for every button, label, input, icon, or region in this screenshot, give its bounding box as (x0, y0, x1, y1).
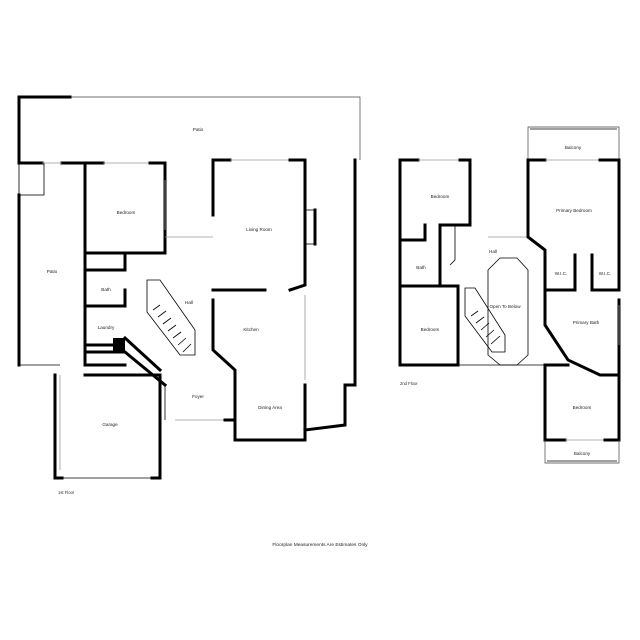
room-label-kitchen: Kitchen (243, 327, 259, 332)
floor-label-first: 1st Floor (58, 490, 75, 495)
bath-wall (398, 223, 442, 288)
room-label-bedroom-1: Bedroom (431, 194, 450, 199)
first-floor-plan (17, 95, 361, 480)
laundry-wall (83, 350, 168, 388)
room-label-bath: Bath (101, 287, 111, 292)
primary-bath-wall (543, 288, 621, 377)
room-label-bedroom-2: Bedroom (421, 327, 440, 332)
staircase (146, 279, 196, 356)
balcony-bottom-outline (544, 440, 620, 464)
room-label-bath: Bath (416, 265, 426, 270)
room-label-living-room: Living Room (246, 227, 272, 232)
wic-wall (590, 253, 621, 292)
room-label-balcony-bottom: Balcony (574, 451, 591, 456)
hall-wall (122, 335, 163, 373)
room-label-balcony-top: Balcony (565, 145, 582, 150)
stair-treads (470, 310, 501, 345)
garage-wall (83, 373, 162, 480)
second-floor-plan (398, 126, 621, 464)
bedroom-wall (83, 161, 167, 255)
stair-treads (152, 304, 192, 353)
room-label-laundry: Laundry (98, 325, 115, 330)
bath-wall (83, 251, 127, 272)
room-label-primary-bath: Primary Bath (573, 320, 600, 325)
bath-wall (83, 288, 127, 308)
room-label-hall: Hall (489, 249, 497, 254)
chimney-block (113, 338, 125, 352)
living-room-wall (288, 158, 307, 292)
floor-label-second: 2nd Floor (400, 381, 418, 386)
disclaimer-text: Floorplan Measurements Are Estimates Onl… (272, 542, 368, 548)
room-label-patio-top: Patio (193, 127, 204, 132)
room-label-bedroom: Bedroom (117, 210, 136, 215)
room-label-wic-1: W.I.C. (555, 271, 568, 276)
bedroom-wall (603, 373, 621, 442)
bedroom-wall (398, 284, 460, 367)
room-label-primary-bedroom: Primary Bedroom (556, 208, 592, 213)
room-label-open-to-below: Open To Below (489, 304, 521, 309)
patio-corner-box (18, 162, 45, 196)
room-label-garage: Garage (102, 422, 118, 427)
room-label-hall: Hall (185, 300, 193, 305)
bedroom-wall (438, 158, 472, 227)
dining-outer-wall (303, 158, 357, 432)
bedroom-wall (398, 223, 427, 242)
hall-wall (440, 224, 456, 266)
primary-bedroom-wall (526, 158, 577, 292)
bedroom-wall (543, 363, 567, 442)
room-label-foyer: Foyer (192, 394, 204, 399)
room-label-patio-side: Patio (47, 269, 58, 274)
staircase (464, 287, 506, 353)
open-to-below-outline (487, 257, 529, 366)
patio-deck-outline (70, 96, 361, 160)
exterior-wall-left (17, 95, 72, 165)
primary-bedroom-wall (598, 158, 621, 292)
room-label-wic-2: W.I.C. (599, 271, 612, 276)
room-label-bedroom-3: Bedroom (573, 405, 592, 410)
room-label-dining-area: Dining Area (258, 405, 282, 410)
balcony-top-outline (527, 126, 620, 160)
